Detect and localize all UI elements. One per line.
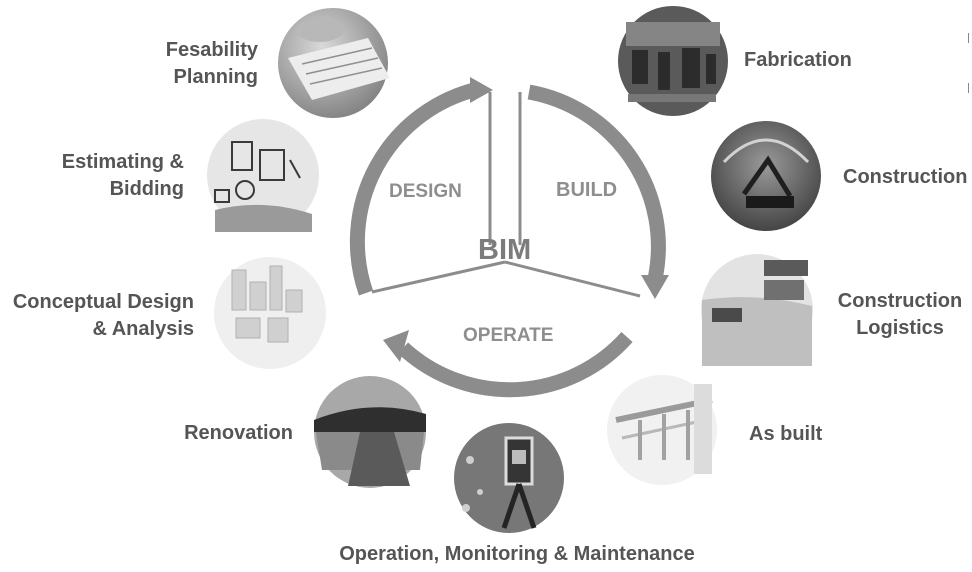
segment-dividers [371, 92, 641, 298]
renovation-label: Renovation [150, 420, 293, 447]
paperwork-icon [278, 8, 390, 118]
fabrication-label: Fabrication [744, 47, 852, 74]
logistics-line-2: Logistics [856, 317, 944, 339]
edge-mark [968, 83, 969, 93]
build-arrow [527, 84, 666, 281]
cycle-arrows [349, 77, 669, 398]
bim-center-label: BIM [478, 234, 532, 266]
bridge-model-icon [607, 375, 717, 485]
conceptual-design-label: Conceptual Design & Analysis [4, 289, 194, 343]
tunnel-icon [711, 121, 821, 231]
money-sketch-icon [207, 119, 319, 232]
estimating-line-1: Estimating & [61, 151, 184, 173]
construction-logistics-label: Construction Logistics [832, 288, 968, 342]
factory-icon [618, 6, 728, 116]
as-built-label: As built [749, 421, 822, 448]
edge-mark [968, 33, 969, 43]
feasibility-planning-label: Fesability Planning [138, 37, 258, 91]
operate-arrowhead [383, 330, 409, 362]
logistics-line-1: Construction [837, 290, 963, 312]
build-segment-label: BUILD [556, 179, 618, 201]
operate-arrow [397, 332, 633, 398]
feasibility-line-1: Fesability [165, 39, 258, 61]
conceptual-line-1: Conceptual Design [12, 291, 194, 313]
operate-segment-label: OPERATE [463, 325, 554, 346]
estimating-bidding-label: Estimating & Bidding [34, 149, 184, 203]
construction-line-1: Construction [843, 166, 968, 188]
construction-label: Construction [843, 164, 967, 191]
operation-monitoring-label: Operation, Monitoring & Maintenance [318, 541, 716, 568]
operation-line-1: Operation, Monitoring & Maintenance [339, 543, 695, 565]
city-model-icon [214, 257, 326, 369]
survey-instrument-icon [454, 423, 564, 533]
design-segment-label: DESIGN [389, 181, 462, 202]
construction-site-icon [701, 254, 813, 366]
feasibility-line-2: Planning [173, 66, 258, 88]
design-arrow [349, 81, 480, 296]
fabrication-line-1: Fabrication [744, 49, 852, 71]
design-arrowhead [470, 77, 493, 103]
build-arrowhead [641, 275, 669, 299]
renovation-line-1: Renovation [184, 422, 293, 444]
estimating-line-2: Bidding [109, 178, 184, 200]
conceptual-line-2: & Analysis [92, 318, 194, 340]
asbuilt-line-1: As built [749, 423, 823, 445]
road-icon [314, 376, 426, 488]
